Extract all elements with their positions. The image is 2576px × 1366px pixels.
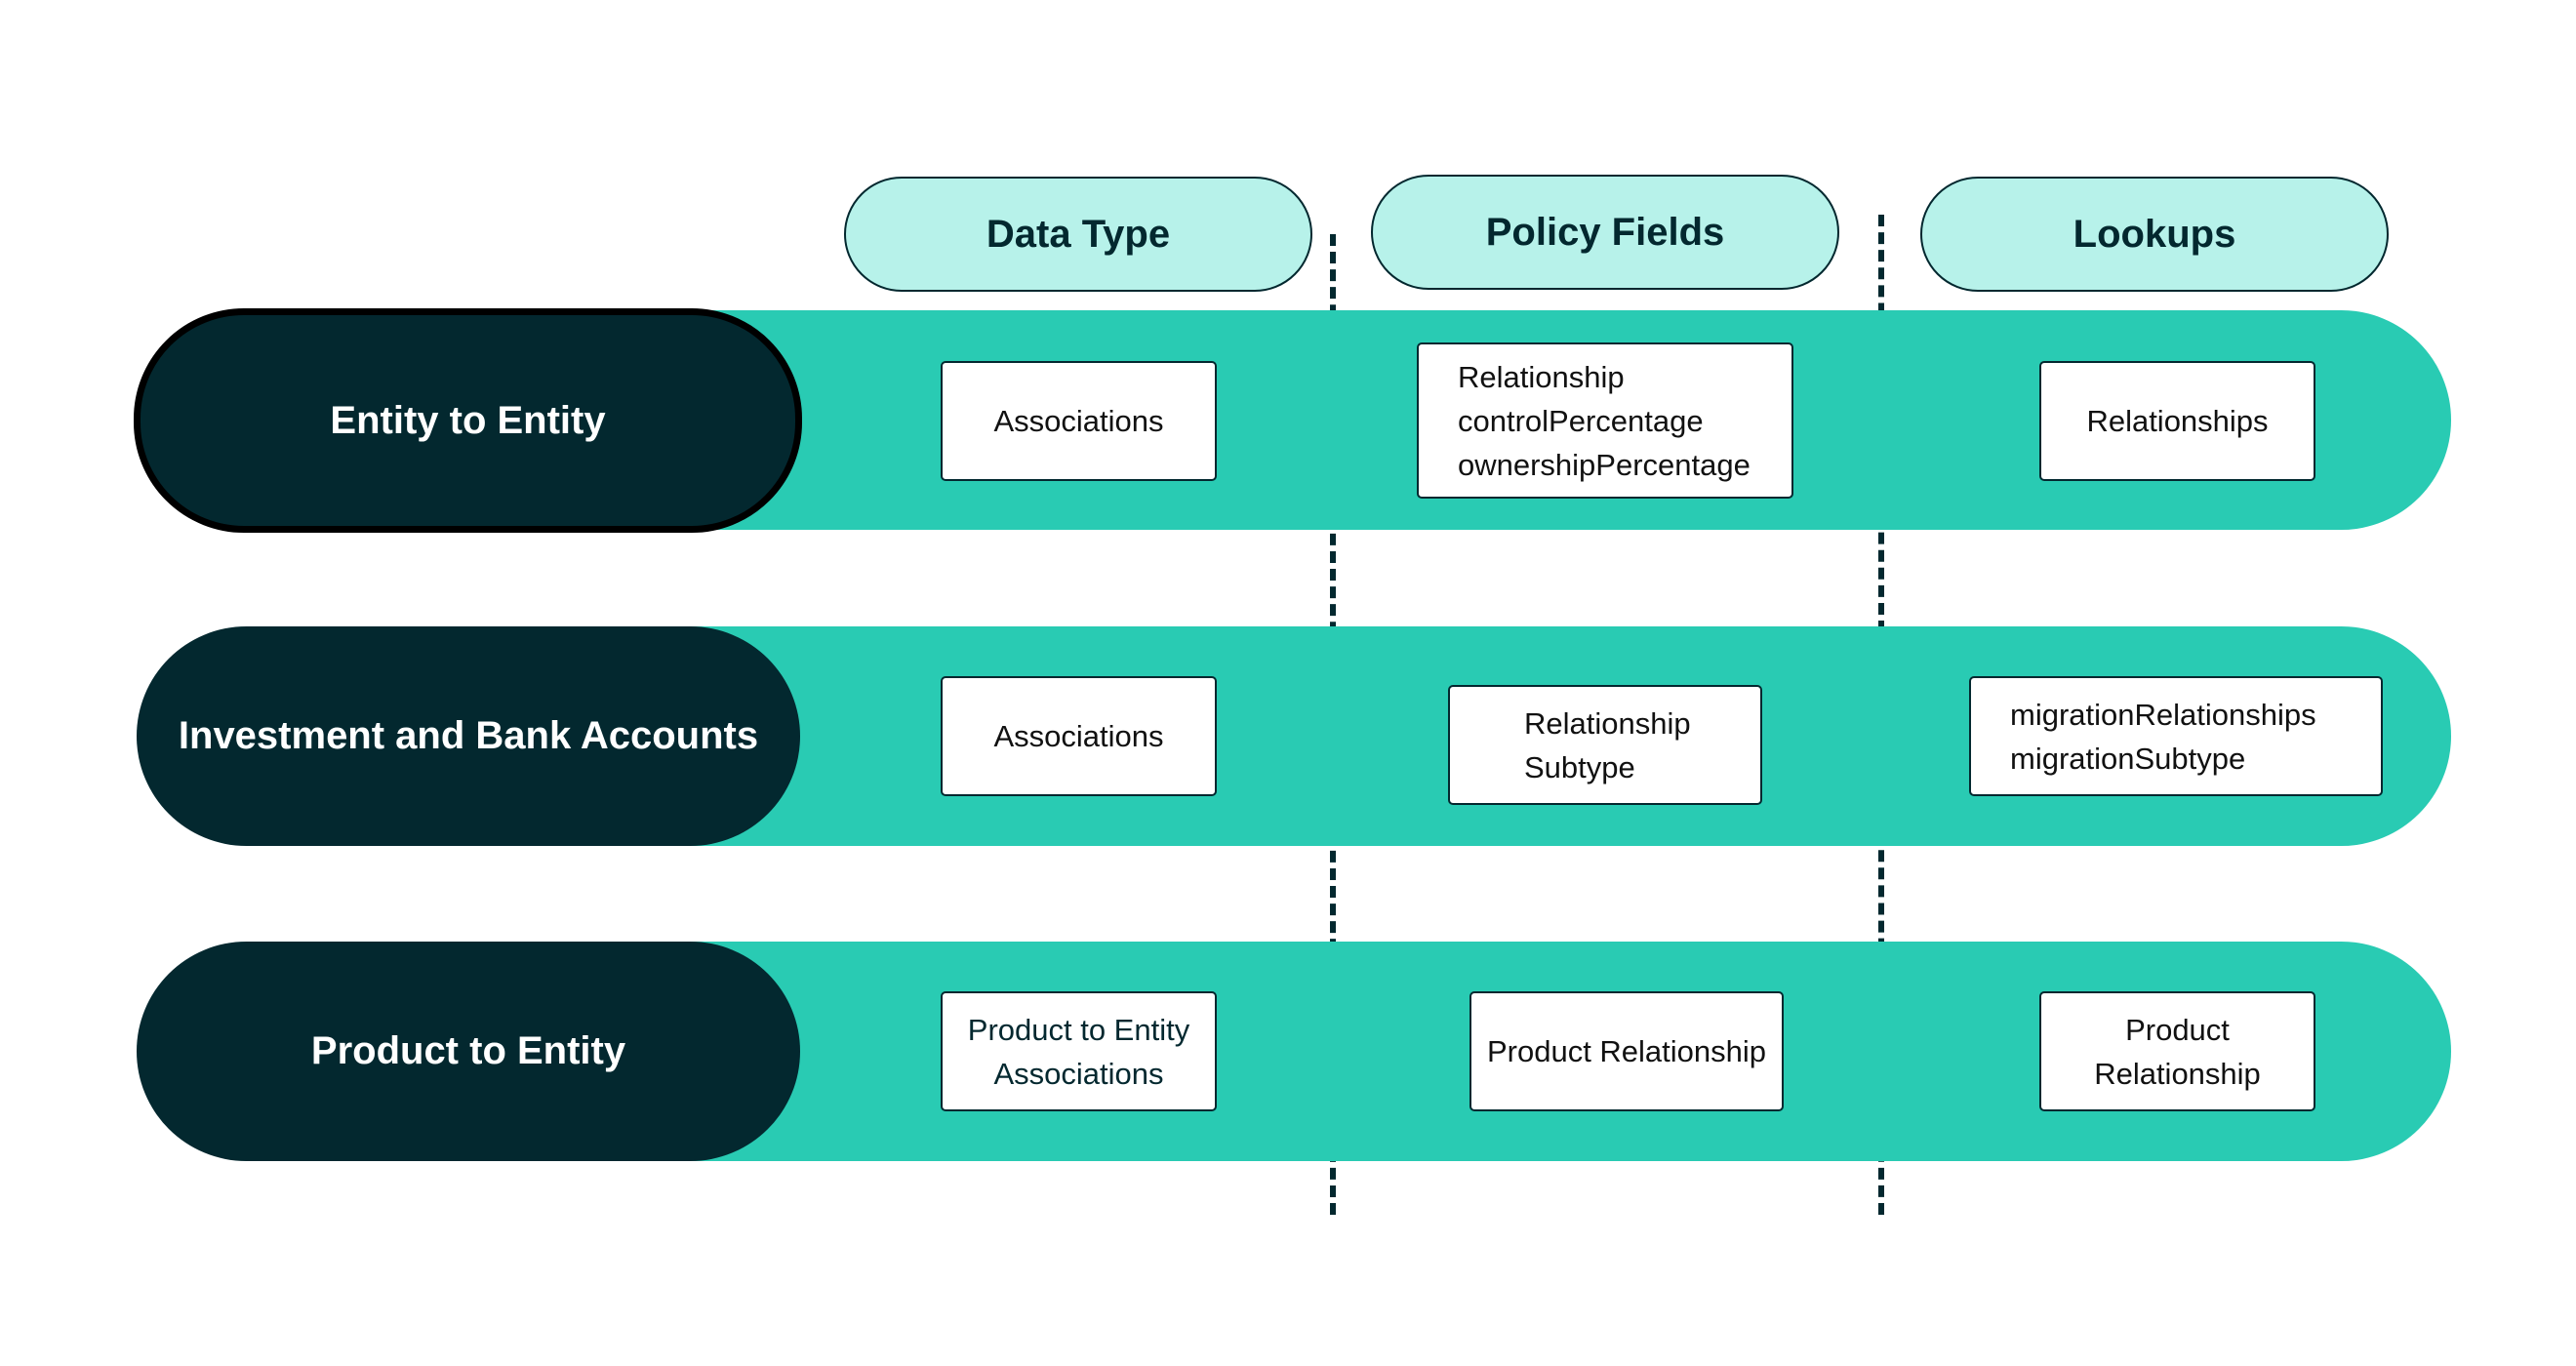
- card-policy-fields: Relationship Subtype: [1448, 685, 1762, 805]
- card-policy-fields: Product Relationship: [1469, 991, 1784, 1111]
- column-header-lookups: Lookups: [1920, 177, 2389, 292]
- column-header-label: Data Type: [986, 212, 1171, 256]
- row-label-investment-and-bank-accounts[interactable]: Investment and Bank Accounts: [137, 626, 800, 846]
- card-data-type: Associations: [941, 676, 1217, 796]
- row-label-entity-to-entity[interactable]: Entity to Entity: [134, 308, 802, 533]
- card-data-type: Associations: [941, 361, 1217, 481]
- card-policy-fields: Relationship controlPercentage ownership…: [1417, 342, 1793, 499]
- column-header-policy-fields: Policy Fields: [1371, 175, 1839, 290]
- card-data-type: Product to Entity Associations: [941, 991, 1217, 1111]
- column-header-label: Policy Fields: [1485, 210, 1725, 254]
- column-header-label: Lookups: [2073, 212, 2236, 256]
- column-header-data-type: Data Type: [844, 177, 1312, 292]
- card-lookups: migrationRelationships migrationSubtype: [1969, 676, 2383, 796]
- row-label-product-to-entity[interactable]: Product to Entity: [137, 942, 800, 1161]
- card-lookups: Product Relationship: [2039, 991, 2315, 1111]
- card-lookups: Relationships: [2039, 361, 2315, 481]
